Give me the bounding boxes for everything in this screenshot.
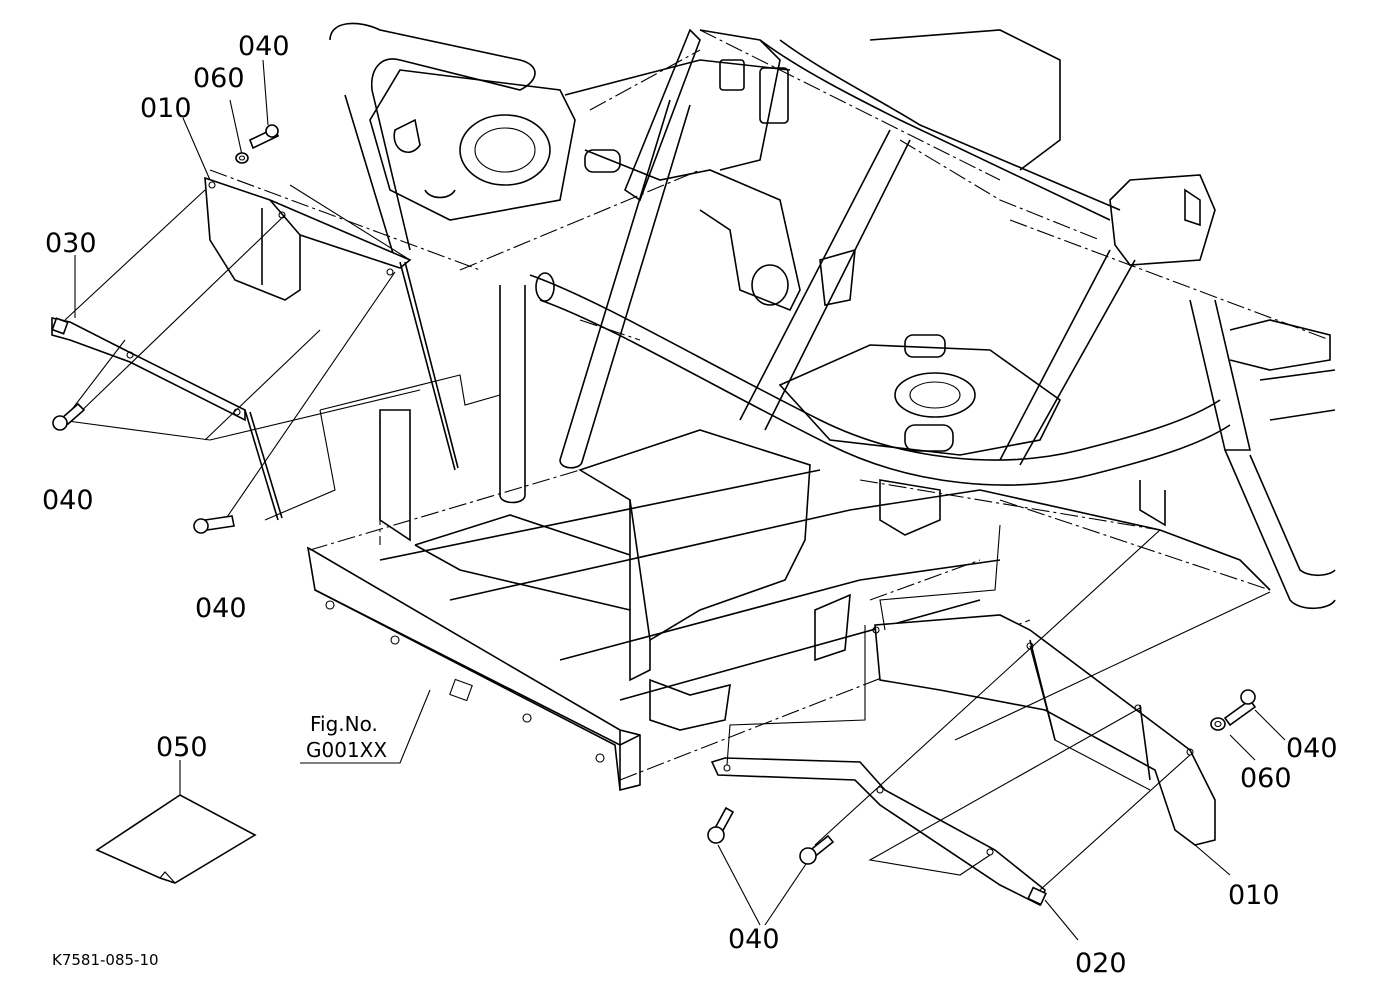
left-bolt-040-top [248,124,280,150]
callout-040-right: 040 [1286,733,1338,764]
right-leader-lines [717,524,1286,941]
right-bolt-040-b [799,834,835,865]
callout-010-right: 010 [1228,880,1280,911]
right-washer-060 [1210,717,1226,731]
right-shield-010 [872,614,1216,846]
callout-050: 050 [156,732,208,763]
left-washer-060 [235,152,249,164]
right-bolt-040-a [707,806,735,844]
figure-reference-leader [300,689,431,764]
callout-030: 030 [45,228,97,259]
left-shield-010 [204,176,459,471]
callout-labels: 010 060 040 030 040 040 050 040 060 010 … [42,31,1338,979]
drawing-number: K7581-085-10 [52,951,159,969]
right-bracket-020 [710,757,1047,907]
label-sheet-050 [95,760,257,884]
left-bolt-040-mid [193,515,235,534]
callout-040-left: 040 [42,485,94,516]
figure-reference-line2: G001XX [306,738,387,762]
callout-060-left: 060 [193,63,245,94]
figure-reference-line1: Fig.No. [310,712,378,736]
chassis-frame [209,22,1336,791]
callout-040-top: 040 [238,31,290,62]
left-leader-lines [59,59,501,521]
callout-040-mid: 040 [195,593,247,624]
callout-010-left: 010 [140,93,192,124]
callout-060-right: 060 [1240,763,1292,794]
callout-020: 020 [1075,948,1127,979]
left-bolt-040-lower [52,402,86,431]
right-bolt-040-top [1223,689,1257,727]
callout-040-bottom: 040 [728,924,780,955]
